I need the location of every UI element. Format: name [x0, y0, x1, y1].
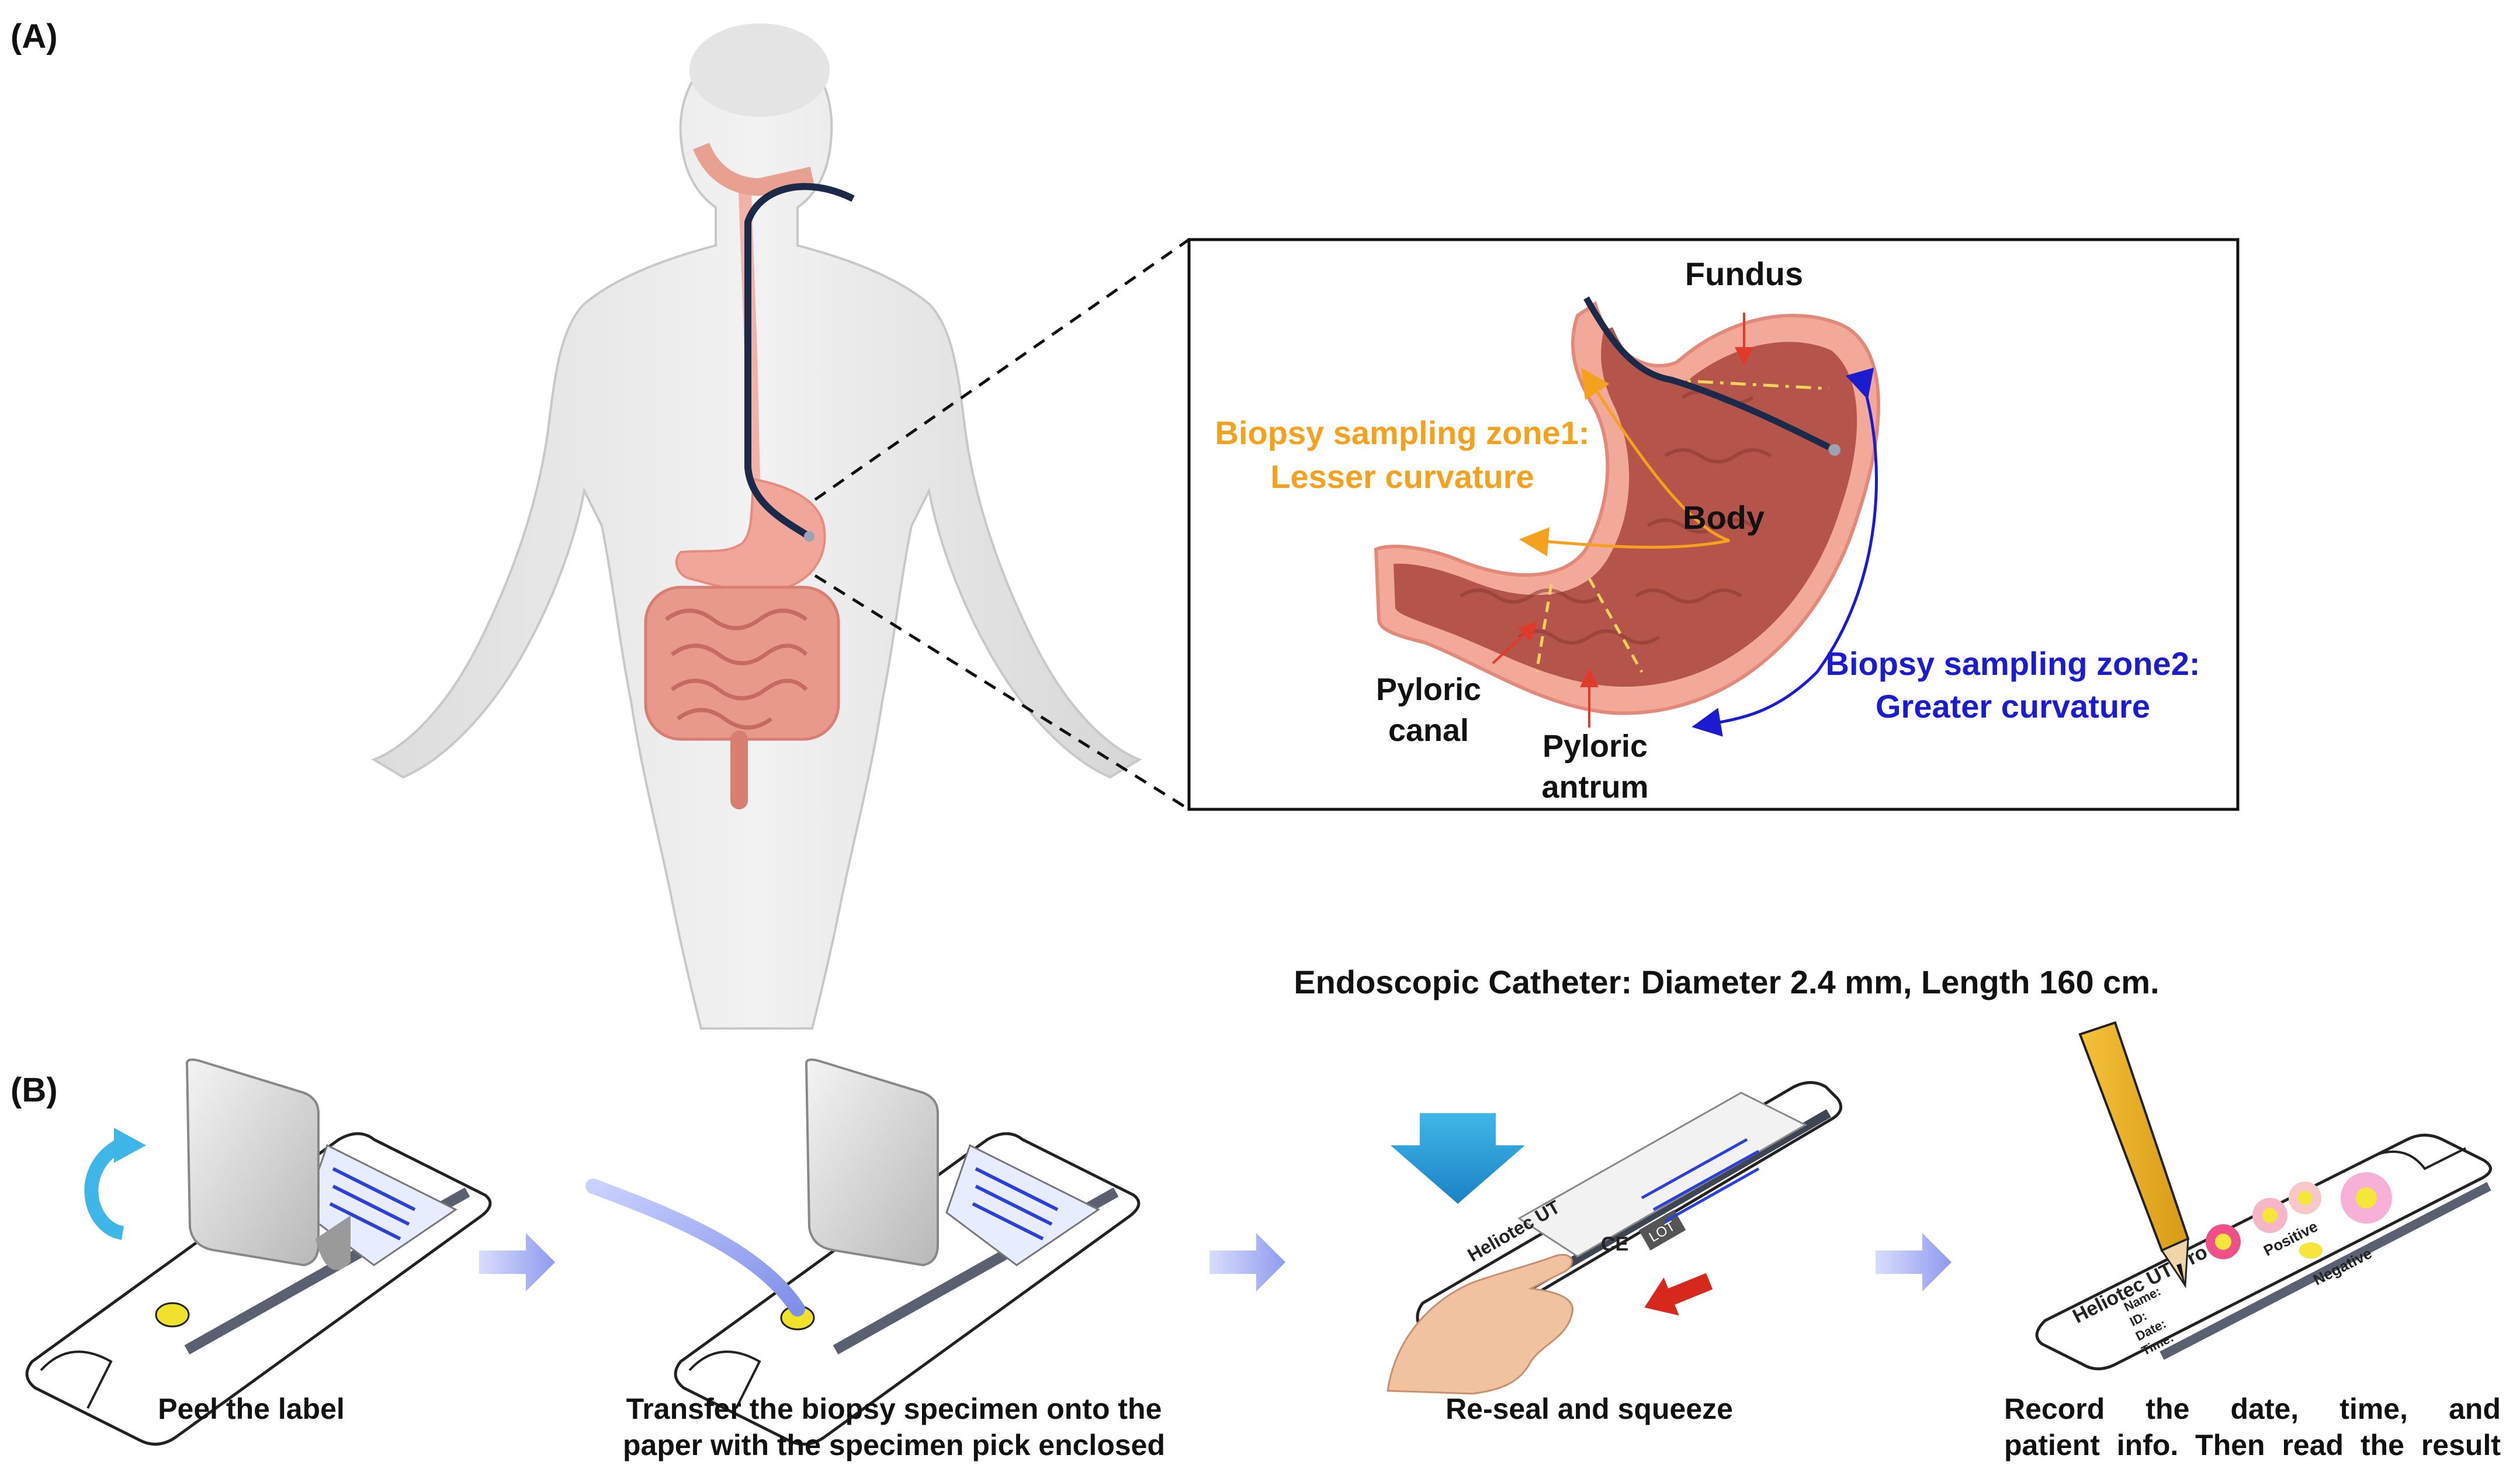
step-arrow-1: [479, 1233, 555, 1291]
pyloric-antrum-label-line2: antrum: [1541, 770, 1648, 805]
squeeze-arrow: [1644, 1273, 1713, 1316]
zoom-line-bottom: [814, 574, 1190, 811]
step2-transfer-kit: [674, 1058, 1141, 1446]
endoscope-tip-stomach: [1829, 444, 1840, 456]
catheter-note: Endoscopic Catheter: Diameter 2.4 mm, Le…: [1294, 964, 2159, 1000]
pyloric-canal-pointer: [1492, 622, 1538, 664]
step1-caption-line: Peel the label: [158, 1393, 345, 1425]
step2-caption-line1: Transfer the biopsy specimen onto the: [626, 1393, 1162, 1425]
specimen-pick: [585, 1179, 805, 1317]
peel-rotate-arrow: [84, 1139, 124, 1240]
step3-caption: Re-seal and squeeze: [1379, 1391, 1800, 1427]
zoom-line-top: [814, 238, 1190, 501]
zone1-label-line2: Lesser curvature: [1270, 458, 1534, 495]
step1-peel-kit: [25, 1058, 492, 1446]
step4-record-kit: Heliotec UT Pro Name: ID: Date: Time: Po…: [2035, 1134, 2492, 1370]
zone1-label-line1: Biopsy sampling zone1:: [1215, 414, 1590, 451]
press-down-arrow: [1391, 1113, 1525, 1204]
step2-caption-line2: paper with the specimen pick enclosed: [622, 1429, 1166, 1461]
step3-caption-line: Re-seal and squeeze: [1446, 1393, 1733, 1425]
pyloric-canal-label-line1: Pyloric: [1376, 672, 1481, 707]
hand-illustration: [1386, 1253, 1574, 1395]
pyloric-antrum-label-line1: Pyloric: [1542, 729, 1648, 764]
peel-rotate-arrowhead: [114, 1128, 146, 1163]
pyloric-canal-label-line2: canal: [1388, 713, 1469, 748]
digestive-organs: [644, 142, 840, 809]
step4-caption-line1: Record the date, time, and: [2004, 1393, 2501, 1425]
panel-a-label: (A): [11, 18, 58, 56]
step1-caption: Peel the label: [99, 1391, 403, 1427]
greater-curvature-arrow: [1691, 368, 1878, 737]
endoscope-tip: [804, 531, 814, 542]
ce-mark: CE: [1601, 1233, 1628, 1255]
panel-b-label: (B): [11, 1071, 58, 1109]
step2-caption: Transfer the biopsy specimen onto the pa…: [596, 1391, 1192, 1463]
lot-box: [1638, 1210, 1686, 1251]
step-arrow-3: [1876, 1233, 1951, 1291]
zone2-label-line1: Biopsy sampling zone2:: [1826, 645, 2200, 682]
zone2-label-line2: Greater curvature: [1876, 688, 2150, 725]
step4-caption: Record the date, time, and patient info.…: [2004, 1391, 2501, 1463]
fundus-label: Fundus: [1685, 255, 1803, 292]
step4-caption-line2: patient info. Then read the result: [2004, 1429, 2501, 1461]
step-arrow-2: [1209, 1233, 1285, 1291]
body-label: Body: [1683, 499, 1765, 536]
pencil-icon: [2078, 1021, 2190, 1252]
endoscope-catheter-body: [744, 183, 855, 538]
